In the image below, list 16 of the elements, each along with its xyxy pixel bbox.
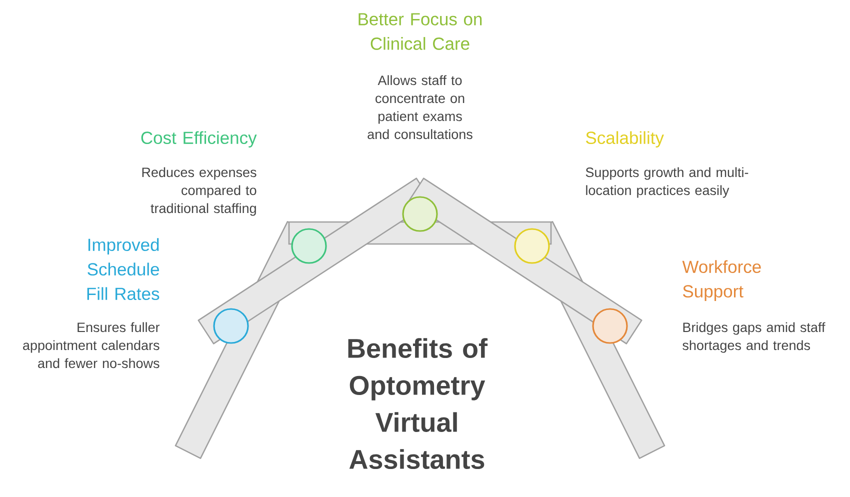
- heading: Better Focus on Clinical Care: [358, 13, 482, 50]
- description: Supports growth and multi-location practices easily: [586, 167, 748, 198]
- title: Benefits of Optometry Virtual Assistants: [348, 338, 488, 470]
- circle-marker: [402, 196, 438, 232]
- description: Bridges gaps amid staff shortages and trends: [682, 322, 826, 353]
- heading: Improved Schedule Fill Rates: [87, 238, 160, 300]
- description: Allows staff to concentrate on patient exams and consultations: [368, 75, 472, 140]
- heading: Cost Efficiency: [141, 131, 257, 148]
- circle-marker: [592, 308, 628, 344]
- description: Ensures fuller appointment calendars and fewer no-shows: [23, 322, 160, 368]
- circle-marker: [213, 308, 249, 344]
- circle-marker: [514, 228, 550, 264]
- heading: Scalability: [586, 131, 664, 148]
- heading: Workforce Support: [682, 260, 761, 301]
- description: Reduces expenses compared to traditional staffing: [142, 167, 256, 216]
- circle-marker: [291, 228, 327, 264]
